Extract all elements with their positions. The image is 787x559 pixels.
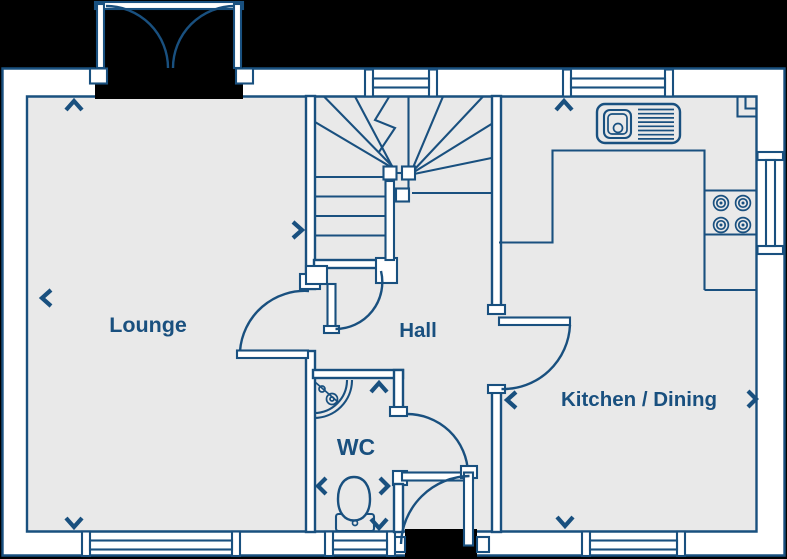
room-label-hall: Hall <box>399 319 437 342</box>
corner-unit <box>736 96 757 118</box>
basin-tap <box>318 385 326 393</box>
kitchen-worktop <box>499 96 757 292</box>
stairs-window <box>363 68 439 98</box>
rear-door-opening <box>391 529 491 559</box>
front-double-door-icon <box>93 0 245 70</box>
toilet-bowl <box>336 475 372 522</box>
room-label-wc: WC <box>337 434 375 460</box>
door-swing-icon <box>399 474 470 545</box>
corner-unit <box>744 96 757 110</box>
door-jamb <box>374 256 399 285</box>
stair-winder <box>354 96 394 169</box>
corner-basin-icon <box>313 379 354 420</box>
exterior-wall <box>1 67 786 557</box>
dimension-arrow-right-icon <box>746 389 759 409</box>
dimension-markers <box>38 97 759 532</box>
stair-winder <box>413 123 493 173</box>
sink-bowl <box>602 108 633 140</box>
door-jamb <box>486 303 507 316</box>
door-jamb <box>234 67 255 85</box>
door-leaf <box>95 2 106 70</box>
window-icon <box>371 77 431 89</box>
dimension-arrow-up-icon <box>554 97 574 112</box>
dimension-arrow-down-icon <box>64 516 84 531</box>
kitchen-top-window <box>561 68 675 98</box>
door-jamb <box>475 535 491 554</box>
window-icon <box>588 539 679 551</box>
burner <box>734 216 752 234</box>
dimension-arrow-down-icon <box>555 515 575 530</box>
stair-winder <box>412 95 484 172</box>
door-leaf <box>462 471 475 547</box>
door-swing-icon <box>238 289 310 352</box>
dimension-arrow-left-icon <box>315 476 328 496</box>
door-jamb <box>88 67 109 85</box>
door-leaf <box>497 316 572 327</box>
drainer-grooves <box>638 108 674 140</box>
rear-door <box>399 464 479 547</box>
window-icon <box>569 77 667 89</box>
dimension-arrow-right-icon <box>291 220 306 240</box>
stair-break-line <box>373 96 397 153</box>
door-swing-icon <box>501 324 572 391</box>
newel-post <box>394 187 411 203</box>
hob-four-burner-icon <box>712 194 752 234</box>
stair-foot-door <box>322 270 384 335</box>
hall-kitchen-wall <box>486 94 507 534</box>
kitchen-right-window <box>756 150 785 256</box>
dimension-arrow-left-icon <box>503 390 518 410</box>
room-label-kitchen-dining: Kitchen / Dining <box>561 388 717 411</box>
dimension-arrow-up-icon <box>64 97 84 112</box>
door-leaf <box>326 282 337 331</box>
window-icon <box>88 539 234 551</box>
sink-drainer-icon <box>595 102 682 145</box>
kitchen-door <box>497 316 572 391</box>
window-icon <box>764 158 777 248</box>
burner <box>712 194 730 212</box>
door-swing-icon <box>105 4 170 69</box>
newel-post <box>400 165 417 181</box>
door-swing-icon <box>335 270 384 331</box>
sink-drain <box>612 122 624 134</box>
stair-winder <box>413 156 492 176</box>
basin-drain <box>325 392 339 406</box>
door-swing-icon <box>171 4 236 69</box>
door-jamb <box>304 264 329 286</box>
dimension-arrow-down-icon <box>369 517 389 532</box>
stair-winder <box>323 95 396 170</box>
door-head <box>93 0 245 11</box>
lounge-door <box>235 289 310 360</box>
burner <box>734 194 752 212</box>
burner <box>712 216 730 234</box>
staircase-icon <box>314 95 493 262</box>
stair-winder <box>314 121 397 171</box>
door-jamb <box>388 405 409 418</box>
door-leaf <box>235 349 310 360</box>
wc-window <box>323 530 397 558</box>
dimension-arrow-right-icon <box>378 476 391 496</box>
dimension-arrow-left-icon <box>38 288 53 308</box>
stair-winder <box>411 96 444 171</box>
dimension-arrow-up-icon <box>369 379 389 394</box>
door-leaf <box>232 2 243 70</box>
room-label-lounge: Lounge <box>109 313 187 337</box>
newel-post <box>382 165 398 181</box>
stair-handrail <box>384 179 396 262</box>
front-door-opening <box>88 66 255 99</box>
kitchen-bottom-window <box>580 530 687 558</box>
lounge-window <box>80 530 242 558</box>
window-icon <box>331 539 389 551</box>
door-swing-icon <box>405 412 470 474</box>
